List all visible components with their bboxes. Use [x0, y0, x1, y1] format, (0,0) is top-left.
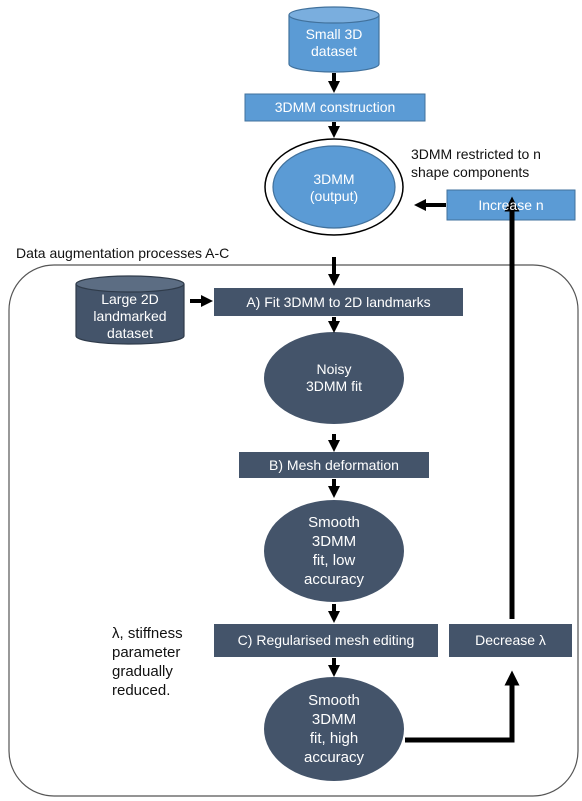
reg-edit-box [214, 624, 438, 657]
output-ellipse [272, 145, 396, 229]
augmentation-annotation: Data augmentation processes A-C [16, 245, 230, 261]
restricted-annotation: 3DMM restricted to n shape components [411, 146, 541, 180]
smooth-high-ellipse [264, 677, 404, 781]
construction-box [244, 93, 426, 122]
noisy-fit-ellipse [264, 332, 404, 424]
small-dataset-cylinder [288, 6, 380, 73]
large-dataset-cylinder [75, 275, 185, 345]
lambda-annotation: λ, stiffness parameter gradually reduced… [112, 625, 183, 699]
mesh-deform-box [239, 452, 429, 478]
fit-box [214, 288, 463, 316]
decrease-lambda-box [449, 624, 572, 657]
augmentation-frame [8, 264, 579, 797]
smooth-low-ellipse [264, 500, 404, 602]
arrow-smooth-high-to-decrease [405, 670, 520, 743]
